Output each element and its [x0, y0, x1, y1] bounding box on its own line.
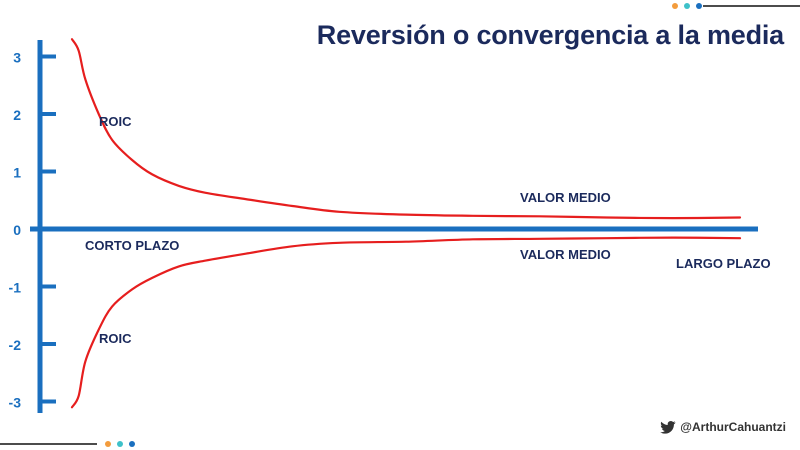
- y-tick-label: -3: [9, 395, 22, 411]
- roic-label-lower: ROIC: [99, 331, 132, 346]
- axes: 3 2 1 0 -1 -2 -3: [9, 40, 758, 413]
- y-tick-label: 1: [13, 165, 21, 181]
- corto-plazo-label: CORTO PLAZO: [85, 238, 179, 253]
- decorative-line-top: [672, 3, 800, 9]
- decorative-line-bottom: [0, 441, 135, 447]
- y-tick-label: 3: [13, 50, 21, 66]
- twitter-bird-icon: [660, 420, 676, 434]
- roic-curve-lower: [70, 236, 742, 409]
- roic-curve-upper: [70, 38, 742, 220]
- deco-top-dot: [684, 3, 690, 9]
- deco-top-dot: [672, 3, 678, 9]
- labels: ROIC ROIC VALOR MEDIO VALOR MEDIO CORTO PLAZ…: [85, 114, 771, 346]
- largo-plazo-label: LARGO PLAZO: [676, 256, 771, 271]
- deco-bottom-dot: [129, 441, 135, 447]
- credit-handle: @ArthurCahuantzi: [680, 420, 786, 434]
- twitter-credit[interactable]: @ArthurCahuantzi: [660, 420, 786, 434]
- deco-top-dot: [696, 3, 702, 9]
- y-tick-label: 2: [13, 107, 21, 123]
- valor-medio-label-upper: VALOR MEDIO: [520, 190, 611, 205]
- deco-bottom-dot: [105, 441, 111, 447]
- curves: [70, 38, 742, 409]
- roic-label-upper: ROIC: [99, 114, 132, 129]
- valor-medio-label-lower: VALOR MEDIO: [520, 247, 611, 262]
- chart-title: Reversión o convergencia a la media: [316, 20, 784, 50]
- deco-bottom-dot: [117, 441, 123, 447]
- y-tick-label: -1: [9, 280, 22, 296]
- y-tick-label: 0: [13, 222, 21, 238]
- y-tick-label: -2: [9, 337, 22, 353]
